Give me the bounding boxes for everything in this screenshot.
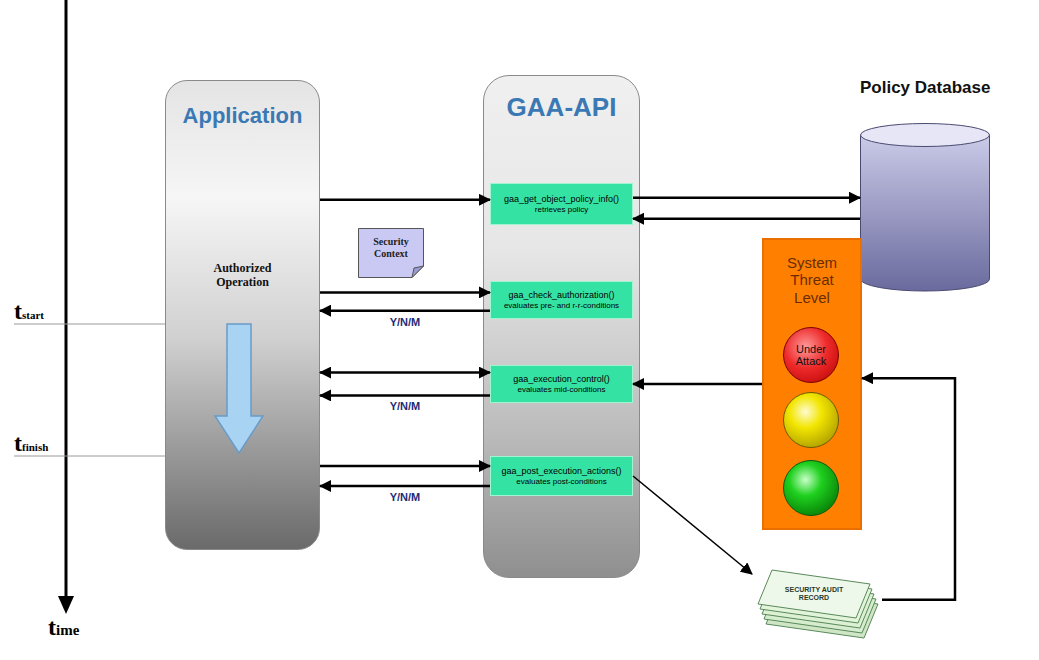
red-light: Under Attack: [783, 327, 839, 383]
edge-label: Y/N/M: [390, 400, 421, 412]
edge-label: Y/N/M: [390, 491, 421, 503]
node-text: evaluates mid-conditions: [517, 385, 605, 395]
api-box: GAA-API gaa_get_object_policy_info()retri…: [483, 75, 640, 578]
node-heading: Under Attack: [788, 343, 834, 367]
edge-label: Y/N/M: [390, 316, 421, 328]
node-text: retrieves policy: [535, 205, 588, 215]
operation-arrow: [166, 81, 321, 551]
connector-arrow: [320, 199, 490, 202]
node-heading: Application: [183, 103, 303, 129]
connector-arrow: [633, 196, 860, 199]
node-heading: System Threat Level: [777, 254, 847, 306]
connector-arrow: [320, 394, 490, 397]
label-holder: tfinish: [14, 430, 48, 457]
node-text: evaluates post-conditions: [516, 477, 606, 487]
node-heading: gaa_get_object_policy_info(): [504, 194, 619, 205]
connector-arrow: [320, 371, 490, 374]
document-fold: [412, 266, 424, 278]
security-context-document: Security Context: [358, 228, 424, 278]
start-marker-line: [14, 324, 165, 325]
node-heading: GAA-API: [507, 92, 617, 123]
label-holder: Y/N/M: [390, 400, 421, 412]
cylinder-top: [861, 124, 990, 147]
connector-arrow: [320, 485, 490, 488]
function-box: gaa_post_execution_actions()evaluates po…: [490, 456, 633, 496]
connector-arrow: [633, 476, 752, 574]
database-cylinder: [860, 123, 990, 293]
label-holder: time: [48, 614, 79, 641]
time-marker: tstart: [14, 298, 44, 325]
document-sheet: [359, 229, 424, 278]
label-holder: Y/N/M: [390, 491, 421, 503]
record-page: [758, 570, 870, 618]
function-box: gaa_execution_control()evaluates mid-con…: [490, 365, 633, 403]
connector-arrow: [320, 291, 490, 294]
time-arrowhead: [58, 596, 74, 614]
node-heading: SECURITY AUDIT RECORD: [779, 586, 849, 603]
function-box: gaa_get_object_policy_info()retrieves po…: [490, 183, 633, 225]
node-text: Authorized Operation: [193, 261, 293, 290]
yellow-light: [784, 393, 839, 448]
label-holder: tstart: [14, 298, 44, 325]
function-box: gaa_check_authorization()evaluates pre- …: [490, 281, 633, 319]
connector-arrow: [320, 465, 490, 468]
time-axis: [65, 0, 68, 598]
finish-marker-line: [14, 456, 165, 457]
green-light: [784, 461, 839, 516]
node-heading: Security Context: [363, 236, 419, 259]
node-heading: gaa_check_authorization(): [508, 290, 614, 301]
node-heading: gaa_execution_control(): [513, 374, 610, 385]
threat-level-panel: System Threat LevelUnder Attack: [762, 238, 862, 530]
axis-label: time: [48, 614, 79, 641]
time-marker: tfinish: [14, 430, 48, 457]
connector-arrow: [862, 378, 955, 600]
audit-record-stack: SECURITY AUDIT RECORD: [752, 562, 882, 646]
application-box: ApplicationAuthorized Operation: [165, 80, 320, 550]
connector-arrow: [320, 309, 490, 312]
node-heading: gaa_post_execution_actions(): [501, 466, 621, 477]
label-holder: Y/N/M: [390, 316, 421, 328]
down-arrow: [215, 324, 263, 453]
record-stack: [752, 562, 882, 646]
policy-database: Policy Database: [860, 78, 1032, 293]
connector-arrow: [633, 217, 860, 220]
connector-arrow: [633, 383, 762, 386]
node-text: evaluates pre- and r-r-conditions: [504, 301, 619, 311]
cylinder-body: [861, 135, 990, 291]
node-heading: Policy Database: [860, 78, 990, 98]
